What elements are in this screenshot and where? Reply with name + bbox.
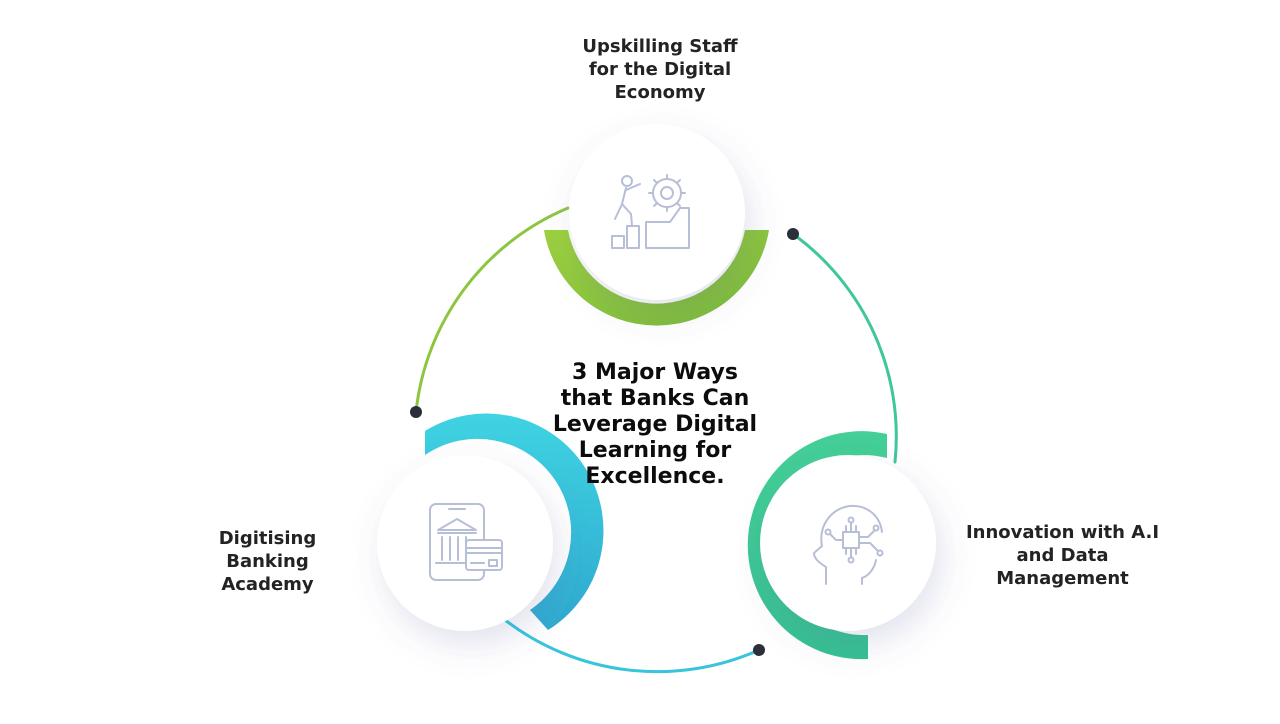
mobile-bank-card-icon bbox=[429, 503, 503, 581]
label-digitising-banking: Digitising Banking Academy bbox=[218, 528, 317, 595]
connector-dot bbox=[753, 644, 765, 656]
node-circle-innovation bbox=[760, 455, 936, 631]
person-climbing-stairs-gear-icon bbox=[611, 174, 690, 249]
label-innovation-ai: Innovation with A.I and Data Management bbox=[965, 522, 1160, 589]
connector-dot bbox=[787, 228, 799, 240]
ring-arc-cyan bbox=[425, 413, 604, 630]
connector-arc-cyan bbox=[503, 618, 761, 674]
connector-arc-green bbox=[414, 206, 570, 414]
node-circle-upskilling bbox=[569, 124, 745, 300]
ring-arc-green bbox=[544, 230, 769, 326]
ai-head-circuit-icon bbox=[813, 504, 884, 585]
connector-arc-teal bbox=[791, 232, 898, 464]
label-upskilling-staff: Upskilling Staff for the Digital Economy bbox=[582, 36, 738, 103]
connector-dot bbox=[410, 406, 422, 418]
diagram-title: 3 Major Ways that Banks Can Leverage Dig… bbox=[552, 360, 758, 489]
